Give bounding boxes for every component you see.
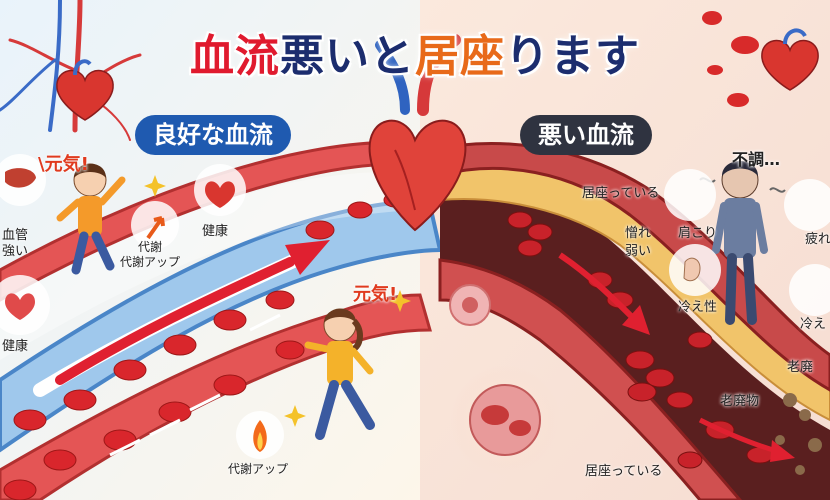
page-title: 血流悪いと居座ります (190, 31, 640, 82)
flame-icon (253, 420, 267, 452)
waste-matter-label: 老廃物 (720, 394, 760, 409)
happy-person-illustration (56, 163, 126, 275)
liver-icon (5, 168, 36, 188)
discomfort-label: 不調… (732, 150, 781, 169)
genki-label: 元気! (353, 284, 398, 305)
bad-flow-badge: 悪い血流 (520, 115, 652, 155)
fatigue-label: 疲れ (805, 232, 830, 247)
sparkle-icon (144, 175, 411, 427)
heart-icon (5, 293, 35, 320)
health-label: 健康 (2, 339, 29, 354)
metabolism-up-label: 代謝 代謝アップ (120, 240, 181, 269)
stiff-shoulder-label: 肩こり (678, 226, 718, 241)
stuck-label: 居座っている (585, 464, 663, 479)
waste-label: 老廃 (787, 360, 814, 375)
metabolism-up-label: 代謝アップ (228, 462, 289, 476)
heart-icon (56, 59, 114, 121)
genki-label: \元気! (38, 154, 89, 175)
up-arrow-icon (146, 216, 165, 240)
heart-icon (368, 34, 467, 232)
vessel-strong-label: 血管 強い (2, 228, 29, 259)
foot-icon (683, 257, 701, 282)
stuck-label: 居座っている (582, 186, 660, 201)
good-flow-badge: 良好な血流 (135, 115, 291, 155)
cold-sensitivity-label: 冷え性 (678, 300, 718, 315)
heart-icon (761, 28, 819, 91)
blood-cell-icon (702, 11, 759, 107)
health-label: 健康 (202, 224, 229, 239)
cold-label: 冷え (800, 317, 827, 332)
weak-flow-label: 憎れ 弱い (625, 226, 652, 259)
blood-cell-icon (449, 284, 560, 475)
heart-icon (205, 181, 235, 208)
tired-person-illustration (699, 161, 786, 325)
clogged-blood-vessel (427, 142, 830, 500)
happy-person-illustration (304, 308, 375, 440)
